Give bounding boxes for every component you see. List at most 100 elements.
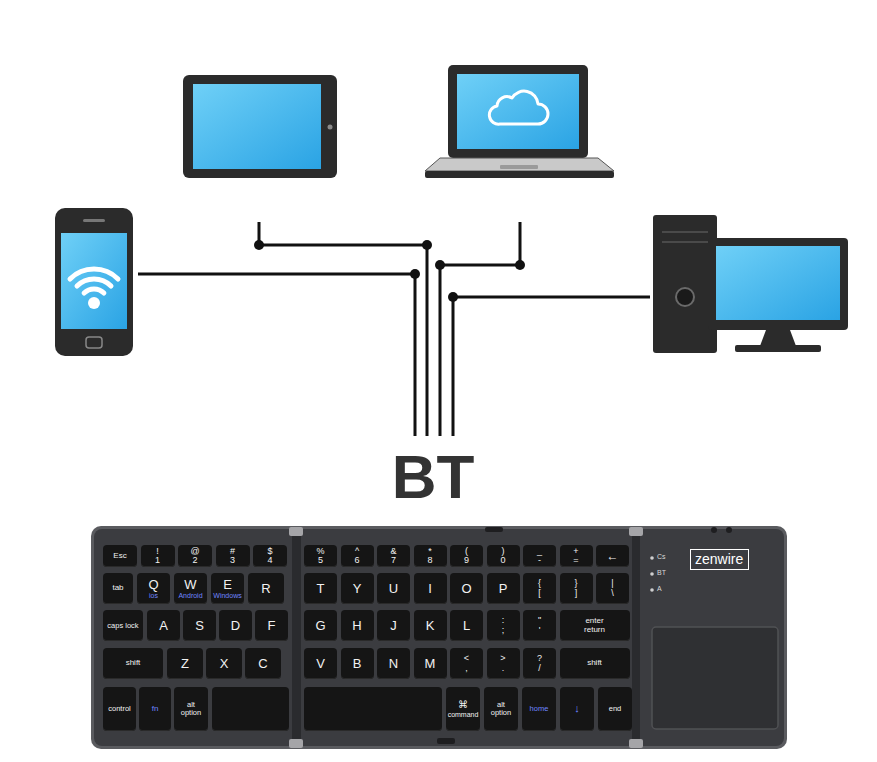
key-cap: L	[450, 610, 483, 641]
phone-icon	[55, 208, 133, 356]
key-label: H	[352, 619, 361, 633]
key-label: F	[268, 619, 276, 633]
key-label: 8	[427, 556, 432, 565]
indicator-label: A	[657, 585, 662, 592]
key-cap: K	[414, 610, 447, 641]
laptop-icon	[448, 65, 588, 158]
key-label: shift	[587, 659, 602, 667]
key-label: >	[500, 654, 505, 663]
key-label: A	[159, 619, 168, 633]
key-cap: Z	[167, 648, 203, 679]
key-label: D	[231, 619, 240, 633]
key-cap: S	[183, 610, 216, 641]
keyboard-body	[437, 738, 455, 744]
key-label: '	[539, 626, 541, 635]
key-cap: _-	[523, 545, 556, 567]
key-label: caps lock	[107, 622, 138, 630]
wire-dots	[448, 292, 458, 302]
wire-dots	[410, 269, 420, 279]
key-label: Windows	[213, 592, 241, 599]
key-cap: control	[103, 687, 136, 731]
key-label: L	[463, 619, 470, 633]
wire-dots	[254, 240, 525, 302]
key-cap: J	[377, 610, 410, 641]
laptop-icon	[425, 65, 614, 178]
phone-icon	[55, 208, 133, 356]
key-cap: U	[377, 573, 410, 604]
key-label: K	[426, 619, 435, 633]
key-label: 0	[500, 556, 505, 565]
key-label: Z	[181, 657, 189, 671]
key-label: ?	[537, 654, 542, 663]
logo-box: zenwire	[690, 549, 749, 570]
key-label: Esc	[113, 552, 126, 560]
key-cap: O	[450, 573, 483, 604]
phone-icon	[86, 337, 102, 348]
tablet-icon	[328, 125, 333, 130]
key-cap: ⌘command	[446, 687, 480, 731]
keyboard-body	[650, 556, 654, 560]
key-cap: B	[341, 648, 374, 679]
key-label: R	[261, 582, 270, 596]
key-label: alt	[187, 701, 195, 709]
key-cap: enterreturn	[560, 610, 630, 641]
key-cap: I	[414, 573, 447, 604]
key-cap: fn	[139, 687, 171, 731]
key-label: home	[530, 705, 549, 713]
key-cap: M	[414, 648, 447, 679]
key-cap: (9	[450, 545, 483, 567]
key-cap: G	[304, 610, 337, 641]
key-cap: D	[219, 610, 252, 641]
bluetooth-wires	[138, 274, 415, 436]
key-label: fn	[152, 705, 159, 713]
key-label: ios	[149, 592, 158, 599]
key-cap: end	[598, 687, 632, 731]
key-label: :	[502, 616, 505, 625]
key-cap: !1	[141, 545, 175, 567]
key-label: alt	[497, 701, 505, 709]
key-label: E	[223, 578, 232, 592]
desktop-icon	[716, 246, 840, 320]
laptop-icon	[425, 158, 614, 171]
keyboard-body	[726, 527, 732, 533]
key-label: ,	[465, 664, 468, 673]
key-label: control	[108, 705, 131, 713]
key-label: P	[499, 582, 508, 596]
key-label: /	[538, 664, 541, 673]
key-label: Android	[178, 592, 202, 599]
key-label: Y	[353, 582, 362, 596]
key-label: 2	[192, 556, 197, 565]
indicator-label: Cs	[657, 553, 666, 560]
keyboard-body	[289, 527, 303, 536]
key-label: I	[428, 582, 432, 596]
key-label: N	[389, 657, 398, 671]
connection-label: BT	[392, 446, 475, 508]
key-label: 5	[318, 556, 323, 565]
key-cap: @2	[178, 545, 212, 567]
laptop-icon	[457, 74, 579, 149]
key-label: enter	[585, 617, 603, 625]
bluetooth-wires	[453, 297, 650, 436]
key-label: +	[573, 547, 578, 556]
key-cap: Y	[341, 573, 374, 604]
key-label: 1	[155, 556, 160, 565]
key-cap: F	[255, 610, 288, 641]
key-label: *	[428, 547, 432, 556]
key-cap: N	[377, 648, 410, 679]
key-cap: R	[248, 573, 284, 604]
wire-dots	[422, 240, 432, 250]
key-cap: &7	[377, 545, 410, 567]
key-label: (	[465, 547, 468, 556]
key-label: X	[220, 657, 229, 671]
key-label: 6	[354, 556, 359, 565]
key-label: T	[317, 582, 325, 596]
key-label: J	[390, 619, 397, 633]
key-cap: ↓	[560, 687, 594, 731]
key-cap: WAndroid	[174, 573, 207, 604]
key-label: _	[537, 547, 542, 556]
keyboard-body	[485, 527, 503, 532]
key-cap: ?/	[523, 648, 556, 679]
desktop-icon	[653, 215, 848, 353]
